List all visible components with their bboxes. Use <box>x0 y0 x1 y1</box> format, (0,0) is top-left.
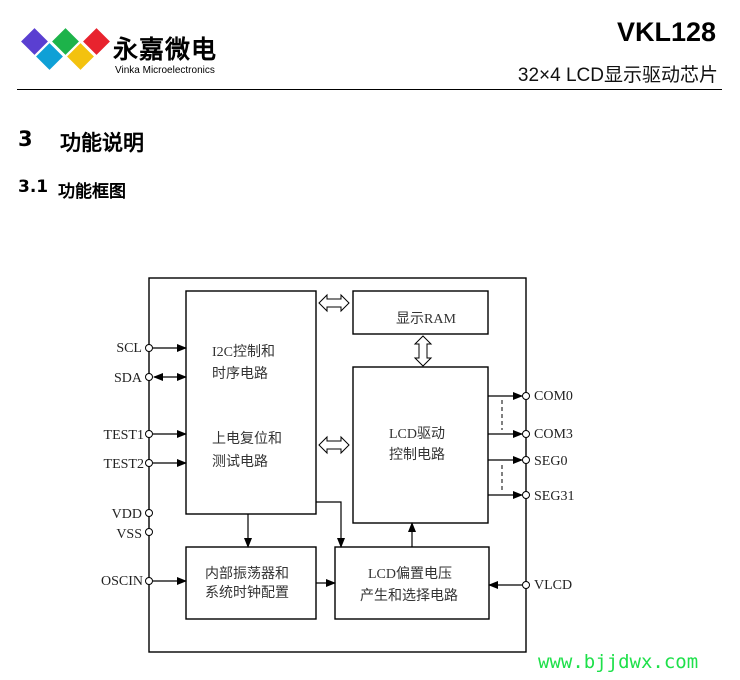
pin-vdd <box>145 509 153 517</box>
osc-label-line2: 系统时钟配置 <box>205 584 289 601</box>
bus-arrow-ram-lcd <box>413 335 433 367</box>
pin-label-com0: COM0 <box>534 389 573 404</box>
part-number: VKL128 <box>616 17 716 47</box>
pin-label-seg0: SEG0 <box>534 454 567 469</box>
pin-oscin <box>145 577 153 585</box>
pin-label-vlcd: VLCD <box>534 578 572 593</box>
pin-label-sda: SDA <box>114 371 143 386</box>
left-pin-circles <box>145 344 153 585</box>
subsection-number: 3.1 <box>18 177 49 197</box>
lcd-driver-label-line1: LCD驱动 <box>389 426 445 442</box>
i2c-reset-block <box>185 290 317 515</box>
pin-scl <box>145 344 153 352</box>
pin-sda <box>145 373 153 381</box>
pin-label-com3: COM3 <box>534 427 573 442</box>
document-subtitle: 32×4 LCD显示驱动芯片 <box>517 65 718 86</box>
pin-vlcd <box>522 581 530 589</box>
pin-com3 <box>522 430 530 438</box>
pin-vss <box>145 528 153 536</box>
pin-label-oscin: OSCIN <box>101 574 143 589</box>
ram-label: 显示RAM <box>396 312 456 327</box>
bus-arrow-i2c-ram <box>318 293 350 313</box>
reset-label-line2: 测试电路 <box>212 454 268 470</box>
pin-label-vss: VSS <box>116 527 142 542</box>
pin-seg31 <box>522 491 530 499</box>
display-ram-block <box>352 290 489 335</box>
right-pin-circles <box>522 392 530 589</box>
pin-label-scl: SCL <box>116 341 142 356</box>
i2c-label-line1: I2C控制和 <box>212 344 275 360</box>
pin-label-test2: TEST2 <box>104 457 144 472</box>
pin-test1 <box>145 430 153 438</box>
logo-company-cn: 永嘉微电 <box>113 35 218 64</box>
oscillator-block <box>185 546 317 620</box>
bias-voltage-block <box>334 546 490 620</box>
section-number: 3 <box>18 127 33 151</box>
reset-to-bias-line <box>316 501 345 548</box>
header-divider <box>17 89 722 90</box>
lcd-driver-label-line2: 控制电路 <box>389 447 445 463</box>
pin-label-seg31: SEG31 <box>534 489 574 504</box>
website-watermark: www.bjjdwx.com <box>538 651 699 673</box>
pin-label-test1: TEST1 <box>104 428 144 443</box>
pin-com0 <box>522 392 530 400</box>
logo-company-en: Vinka Microelectronics <box>115 65 215 76</box>
i2c-label-line2: 时序电路 <box>212 366 268 382</box>
lcd-driver-block <box>352 366 489 524</box>
pin-test2 <box>145 459 153 467</box>
bias-label-line1: LCD偏置电压 <box>368 566 452 582</box>
pin-seg0 <box>522 456 530 464</box>
bus-arrow-i2c-lcd <box>318 435 350 455</box>
reset-label-line1: 上电复位和 <box>212 430 282 447</box>
bias-label-line2: 产生和选择电路 <box>360 588 458 604</box>
subsection-title: 功能框图 <box>58 182 126 202</box>
section-title: 功能说明 <box>60 131 144 155</box>
osc-label-line1: 内部振荡器和 <box>205 566 289 582</box>
pin-label-vdd: VDD <box>112 507 142 522</box>
